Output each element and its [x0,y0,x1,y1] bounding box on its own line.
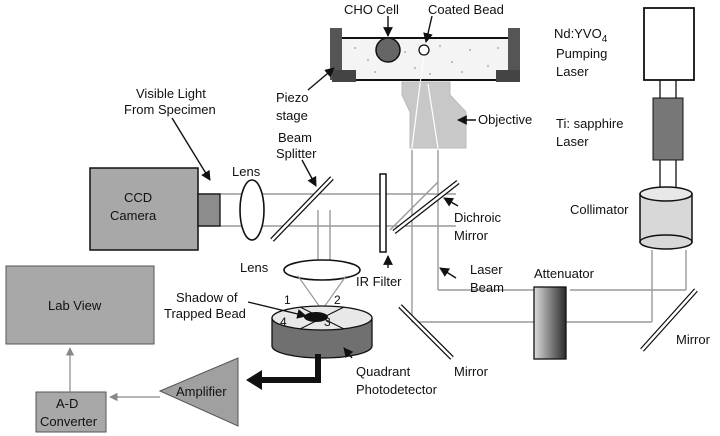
label-quadrant-4: 4 [280,315,287,329]
label-dichroic-line1: Dichroic [454,210,501,225]
trapped-bead-shadow [304,312,328,322]
label-coated-bead: Coated Bead [428,2,504,17]
label-lab-view: Lab View [48,298,102,313]
label-piezo-line1: Piezo [276,90,309,105]
label-ti-sapphire-line1: Ti: sapphire [556,116,623,131]
label-pointers [171,15,476,359]
signal-arrow-detector-to-amplifier [262,354,321,383]
label-quadrant-detector-line1: Quadrant [356,364,411,379]
ir-filter [379,173,387,253]
lab-view-box [5,265,155,345]
label-pump-laser-line1: Nd:YVO4 [554,26,608,45]
label-ccd-line1: CCD [124,190,152,205]
ccd-camera [89,167,221,251]
label-quadrant-detector-line2: Photodetector [356,382,438,397]
label-pump-laser-line3: Laser [556,64,589,79]
lens-middle [283,259,361,281]
label-quadrant-1: 1 [284,293,291,307]
label-ccd-line2: Camera [110,208,157,223]
collimator [639,186,693,250]
mirror-bottom-face [399,305,453,359]
signal-arrowhead [246,370,262,390]
cho-cell-shape [375,37,401,63]
label-amplifier: Amplifier [176,384,227,399]
beam-splitter-face [271,177,333,241]
ndyvo4-pumping-laser [643,7,695,188]
label-laser-beam-line1: Laser [470,262,503,277]
objective-lens [401,55,467,149]
label-quadrant-2: 2 [334,293,341,307]
label-visible-light-line1: Visible Light [136,86,206,101]
label-mirror-bottom: Mirror [454,364,489,379]
label-piezo-line2: stage [276,108,308,123]
label-collimator: Collimator [570,202,629,217]
quadrant-photodetector [271,305,373,359]
amplifier [158,357,239,427]
piezo-stage [330,28,520,82]
label-objective: Objective [478,112,532,127]
label-beam-splitter-line2: Splitter [276,146,317,161]
label-shadow-line1: Shadow of [176,290,238,305]
label-shadow-line2: Trapped Bead [164,306,246,321]
label-visible-light-line2: From Specimen [124,102,216,117]
label-dichroic-line2: Mirror [454,228,489,243]
label-adc-line1: A-D [56,396,78,411]
label-laser-beam-line2: Beam [470,280,504,295]
laser-beam-paths [198,150,687,323]
label-ir-filter: IR Filter [356,274,402,289]
adc-box [35,391,107,433]
label-attenuator: Attenuator [534,266,595,281]
label-quadrant-3: 3 [324,315,331,329]
label-pump-laser-line2: Pumping [556,46,607,61]
label-ti-sapphire-line2: Laser [556,134,589,149]
dichroic-mirror-face [393,181,459,233]
label-pump-laser-subscript: 4 [602,34,608,45]
label-mirror-right: Mirror [676,332,711,347]
label-lens-middle: Lens [240,260,269,275]
label-cho-cell: CHO Cell [344,2,399,17]
coated-bead-shape [418,44,430,56]
lens-top [239,179,265,241]
label-beam-splitter-line1: Beam [278,130,312,145]
attenuator [533,286,567,360]
label-adc-line2: Converter [40,414,98,429]
mirror-right-face [641,289,697,351]
label-lens-top: Lens [232,164,261,179]
